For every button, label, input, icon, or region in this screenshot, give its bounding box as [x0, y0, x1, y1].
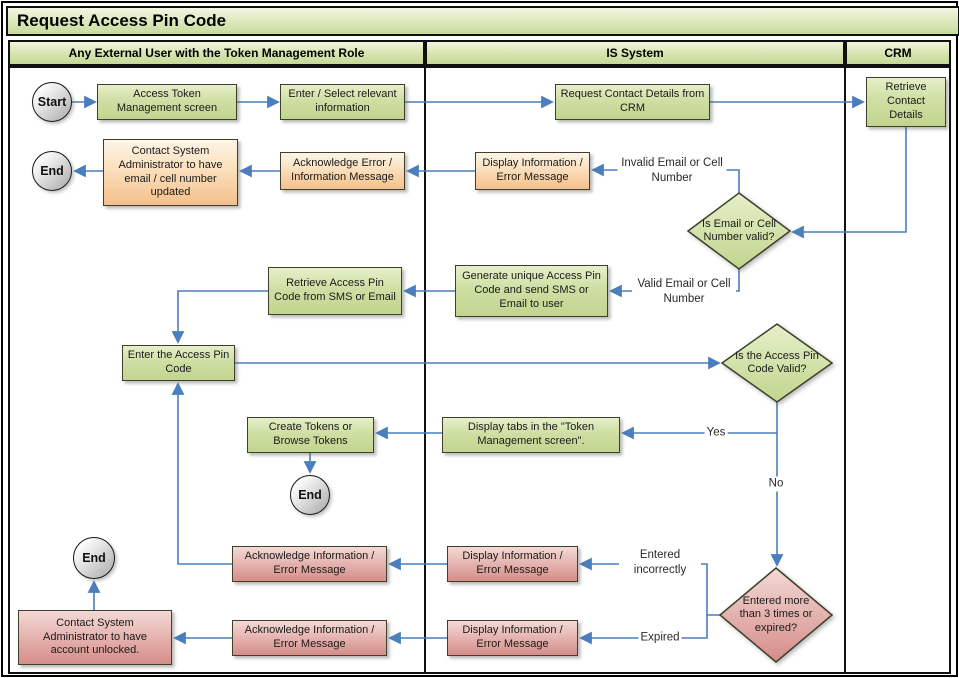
end-node-locked: End: [73, 537, 115, 579]
connector-lines: [72, 95, 907, 645]
edge-label-no: No: [766, 476, 786, 492]
lane-header-external-user: Any External User with the Token Managem…: [8, 40, 425, 66]
edge-label-invalid: Invalid Email or Cell Number: [617, 156, 727, 186]
process-retrieve-contact-details: Retrieve Contact Details: [866, 77, 946, 127]
edge-label-expired: Expired: [638, 630, 682, 646]
process-retrieve-pin-code: Retrieve Access Pin Code from SMS or Ema…: [268, 267, 402, 315]
lane-divider-2: [844, 66, 846, 674]
edge-ack-info-to-enter-pin: [171, 382, 232, 565]
process-display-info-incorrect: Display Information / Error Message: [447, 546, 578, 582]
process-contact-admin-unlock: Contact System Administrator to have acc…: [18, 610, 172, 665]
decision-email-label: Is Email or Cell Number valid?: [702, 217, 776, 243]
process-display-tabs: Display tabs in the "Token Management sc…: [442, 417, 620, 453]
process-create-browse-tokens: Create Tokens or Browse Tokens: [247, 417, 374, 453]
process-ack-info-expired: Acknowledge Information / Error Message: [232, 620, 387, 656]
decision-attempts-label: Entered more than 3 times or expired?: [739, 594, 813, 634]
lane-header-is-system: IS System: [425, 40, 845, 66]
diagram-title: Request Access Pin Code: [6, 6, 959, 36]
process-generate-pin-code: Generate unique Access Pin Code and send…: [455, 265, 608, 317]
edge-retrieve-contact-to-decision-email: [791, 127, 907, 239]
end-node-tokens: End: [290, 475, 330, 515]
edge-label-entered-incorrectly: Entered incorrectly: [619, 548, 701, 578]
process-acknowledge-error: Acknowledge Error / Information Message: [280, 152, 405, 190]
process-enter-select-info: Enter / Select relevant information: [280, 84, 405, 120]
decision-pin-diamond: [720, 323, 834, 403]
edge-retrieve-pin-to-enter-pin: [171, 290, 268, 344]
process-request-contact-details: Request Contact Details from CRM: [555, 84, 710, 120]
decision-pin-label: Is the Access Pin Code Valid?: [735, 349, 819, 375]
process-ack-info-incorrect: Acknowledge Information / Error Message: [232, 546, 387, 582]
process-enter-pin-code: Enter the Access Pin Code: [122, 345, 235, 381]
edge-label-valid: Valid Email or Cell Number: [632, 277, 736, 307]
start-node: Start: [32, 82, 72, 122]
process-access-token-screen: Access Token Management screen: [97, 84, 237, 120]
edge-label-yes: Yes: [704, 425, 728, 441]
decision-email-diamond: [686, 192, 792, 270]
edge-decision-attempts-expired-to-display-info: [579, 615, 708, 645]
process-display-error-message: Display Information / Error Message: [475, 152, 590, 190]
decision-attempts-diamond: [718, 567, 834, 663]
process-display-info-expired: Display Information / Error Message: [447, 620, 578, 656]
lane-divider-1: [424, 66, 426, 674]
lane-header-crm: CRM: [845, 40, 951, 66]
decision-diamonds: [686, 192, 834, 663]
end-node-email: End: [32, 151, 72, 191]
process-contact-admin-email: Contact System Administrator to have ema…: [103, 139, 238, 206]
